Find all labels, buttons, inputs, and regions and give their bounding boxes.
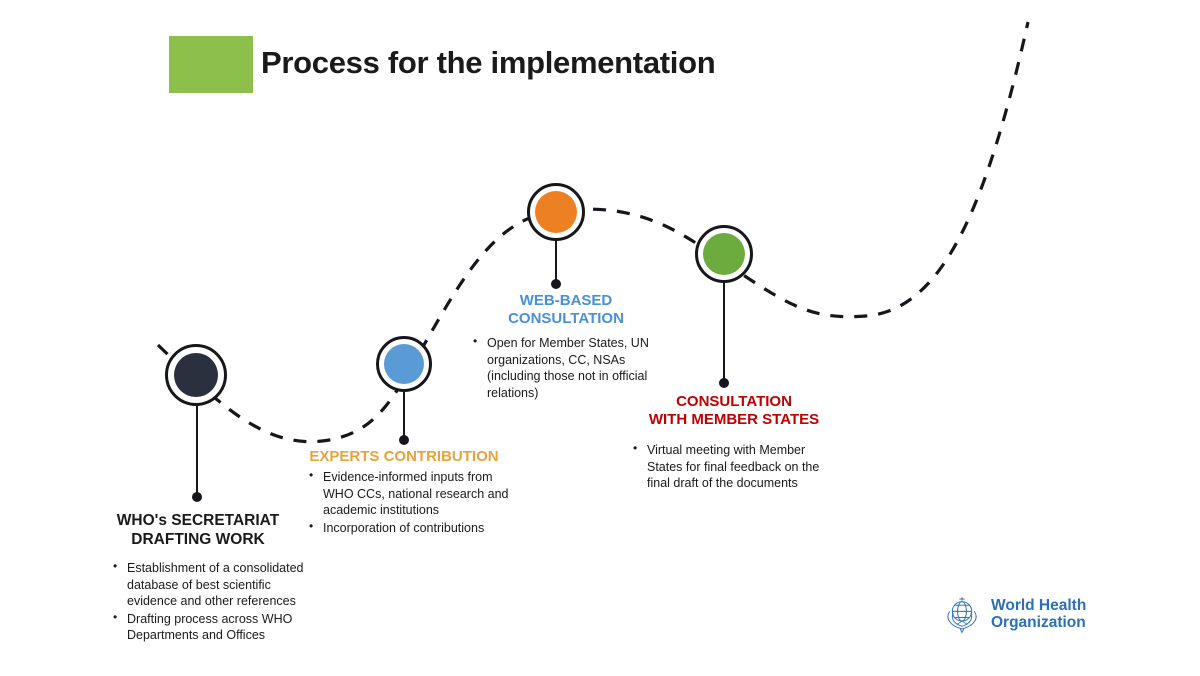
milestone-stem	[403, 392, 405, 438]
milestone-heading-4: CONSULTATION WITH MEMBER STATES	[618, 393, 850, 430]
milestone-stem-dot	[551, 279, 561, 289]
milestone-marker-fill	[703, 233, 745, 275]
milestone-heading-line: WHO's SECRETARIAT	[116, 512, 280, 529]
who-logo: World Health Organization	[940, 592, 1086, 636]
list-item: Evidence-informed inputs from WHO CCs, n…	[308, 468, 523, 519]
milestone-stem-dot	[719, 378, 729, 388]
list-item: Open for Member States, UN organizations…	[472, 334, 662, 401]
milestone-stem	[196, 400, 198, 496]
milestone-bullets-3: Open for Member States, UN organizations…	[472, 334, 662, 402]
milestone-marker-1[interactable]	[165, 344, 227, 406]
who-emblem-icon	[947, 597, 977, 634]
list-item: Incorporation of contributions	[308, 519, 523, 537]
milestone-marker-fill	[535, 191, 577, 233]
milestone-stem	[723, 282, 725, 382]
milestone-stem-dot	[192, 492, 202, 502]
header-accent-block	[169, 36, 253, 93]
milestone-bullets-1: Establishment of a consolidated database…	[112, 559, 320, 645]
milestone-heading-3: WEB-BASED CONSULTATION	[466, 292, 666, 329]
list-item: Virtual meeting with Member States for f…	[632, 441, 832, 492]
milestone-marker-fill	[384, 344, 424, 384]
milestone-stem	[555, 240, 557, 282]
milestone-marker-4[interactable]	[695, 225, 753, 283]
list-item: Drafting process across WHO Departments …	[112, 610, 320, 644]
milestone-marker-fill	[174, 353, 218, 397]
who-logo-text: World Health Organization	[991, 597, 1086, 632]
milestone-heading-2: EXPERTS CONTRIBUTION	[294, 448, 514, 466]
milestone-marker-2[interactable]	[376, 336, 432, 392]
who-logo-line-2: Organization	[991, 614, 1086, 631]
milestone-heading-line: EXPERTS CONTRIBUTION	[309, 448, 499, 465]
milestone-heading-line: CONSULTATION	[508, 310, 624, 328]
milestone-heading-1: WHO's SECRETARIAT DRAFTING WORK	[88, 512, 308, 550]
milestone-heading-line: CONSULTATION	[676, 393, 792, 410]
milestone-stem-dot	[399, 435, 409, 445]
list-item: Establishment of a consolidated database…	[112, 559, 320, 610]
milestone-marker-3[interactable]	[527, 183, 585, 241]
who-logo-line-1: World Health	[991, 596, 1087, 614]
milestone-bullets-2: Evidence-informed inputs from WHO CCs, n…	[308, 468, 523, 537]
milestone-heading-line: DRAFTING WORK	[131, 530, 265, 548]
milestone-bullets-4: Virtual meeting with Member States for f…	[632, 441, 832, 493]
page-title: Process for the implementation	[261, 45, 716, 80]
milestone-heading-line: WITH MEMBER STATES	[648, 411, 820, 429]
milestone-heading-line: WEB-BASED	[519, 292, 613, 309]
